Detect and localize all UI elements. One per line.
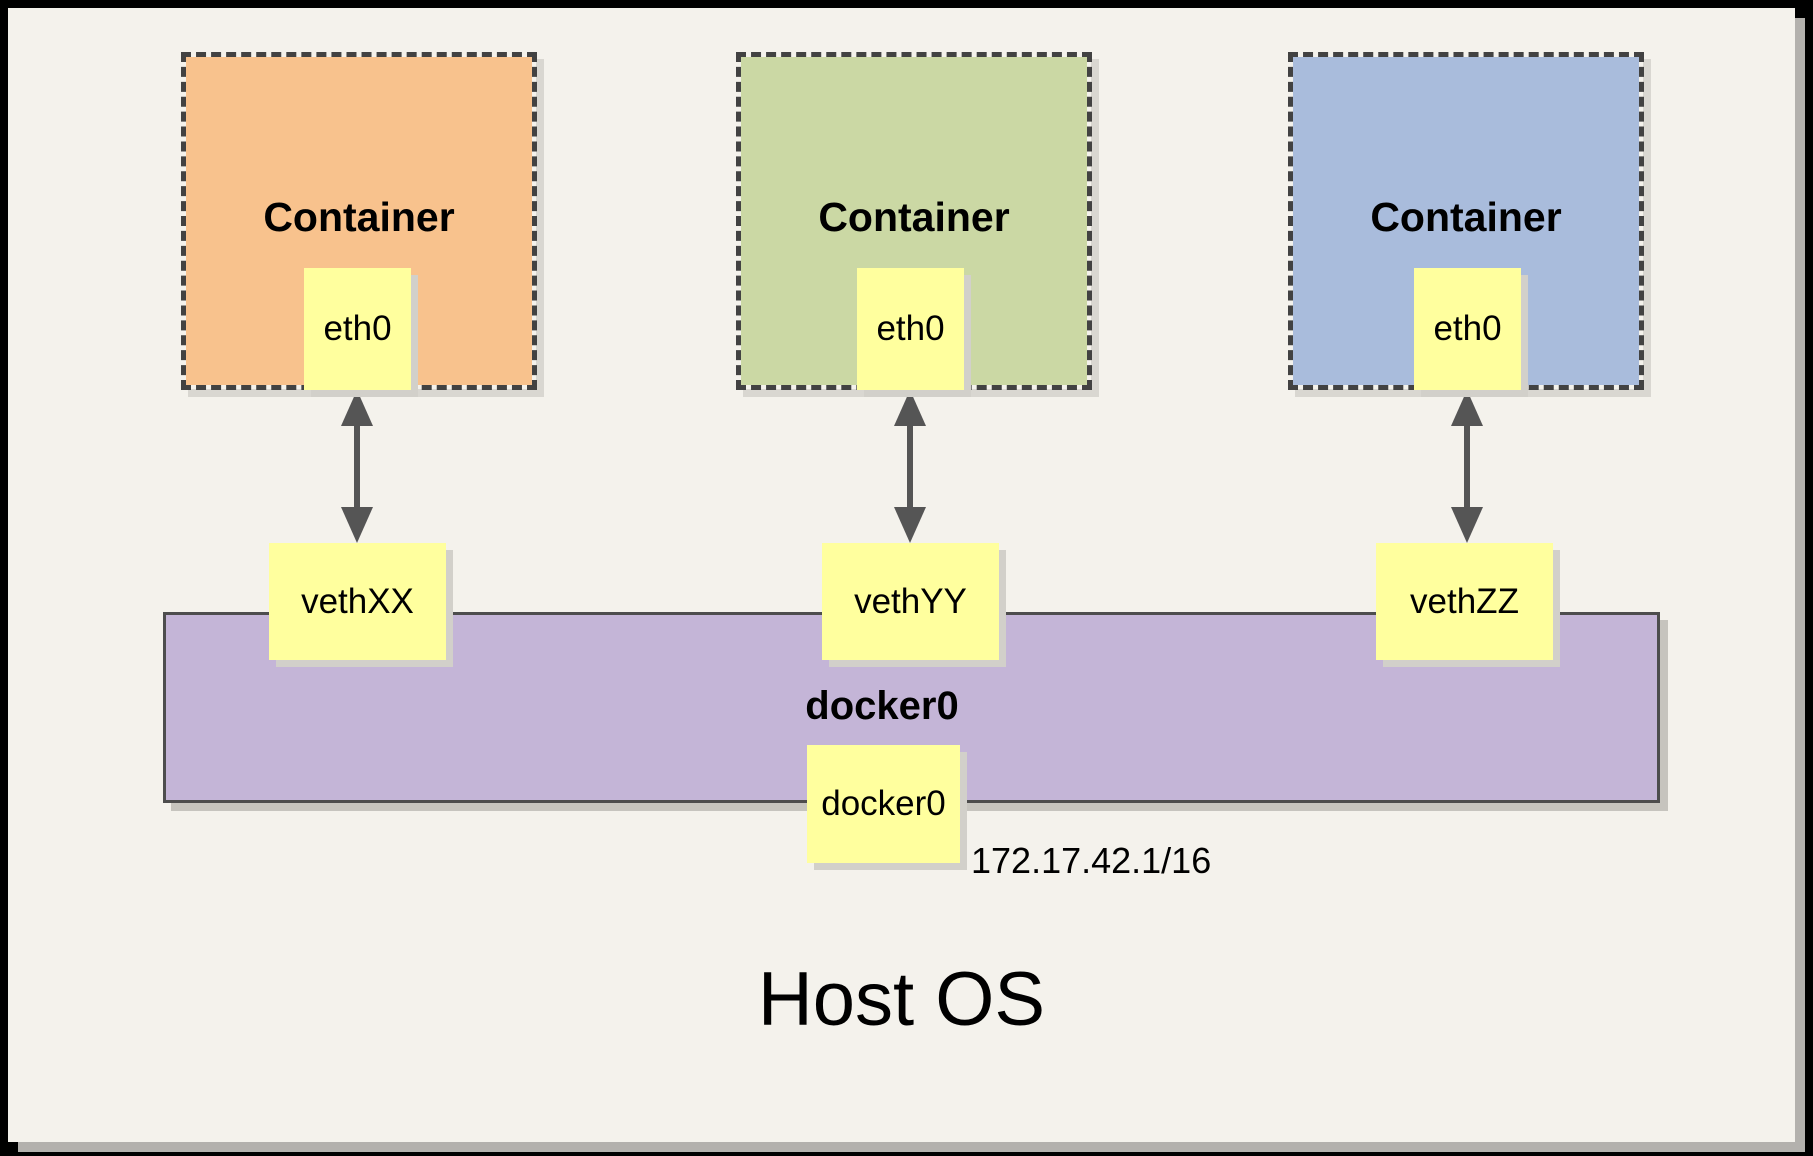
docker0-interface-label: docker0: [821, 784, 946, 823]
eth0-interface-box-2: eth0: [857, 268, 964, 390]
eth0-label-1: eth0: [323, 309, 392, 348]
veth-label-2: vethYY: [854, 581, 967, 621]
veth-link-arrow-1: [341, 390, 373, 543]
host-os-label: Host OS: [757, 957, 1046, 1042]
eth0-label-2: eth0: [876, 309, 945, 348]
container-label-3: Container: [1370, 194, 1562, 240]
eth0-interface-box-3: eth0: [1414, 268, 1521, 390]
veth-link-arrow-3: [1451, 390, 1483, 543]
arrow-down-icon: [894, 507, 926, 543]
veth-box-1: vethXX: [269, 543, 446, 660]
veth-box-2: vethYY: [822, 543, 999, 660]
arrow-shaft: [1464, 420, 1470, 513]
eth0-interface-box-1: eth0: [304, 268, 411, 390]
veth-label-3: vethZZ: [1410, 581, 1519, 621]
docker0-interface-box: docker0: [807, 745, 960, 863]
eth0-label-3: eth0: [1433, 309, 1502, 348]
bridge-ip-address: 172.17.42.1/16: [971, 840, 1212, 881]
container-label-1: Container: [263, 194, 455, 240]
container-label-2: Container: [818, 194, 1010, 240]
docker0-bridge-title: docker0: [805, 684, 959, 728]
veth-link-arrow-2: [894, 390, 926, 543]
veth-label-1: vethXX: [301, 581, 414, 621]
arrow-shaft: [907, 420, 913, 513]
arrow-down-icon: [341, 507, 373, 543]
arrow-down-icon: [1451, 507, 1483, 543]
veth-box-3: vethZZ: [1376, 543, 1553, 660]
diagram-canvas: Container eth0 vethXX Container eth0 vet…: [8, 8, 1795, 1142]
arrow-shaft: [354, 420, 360, 513]
